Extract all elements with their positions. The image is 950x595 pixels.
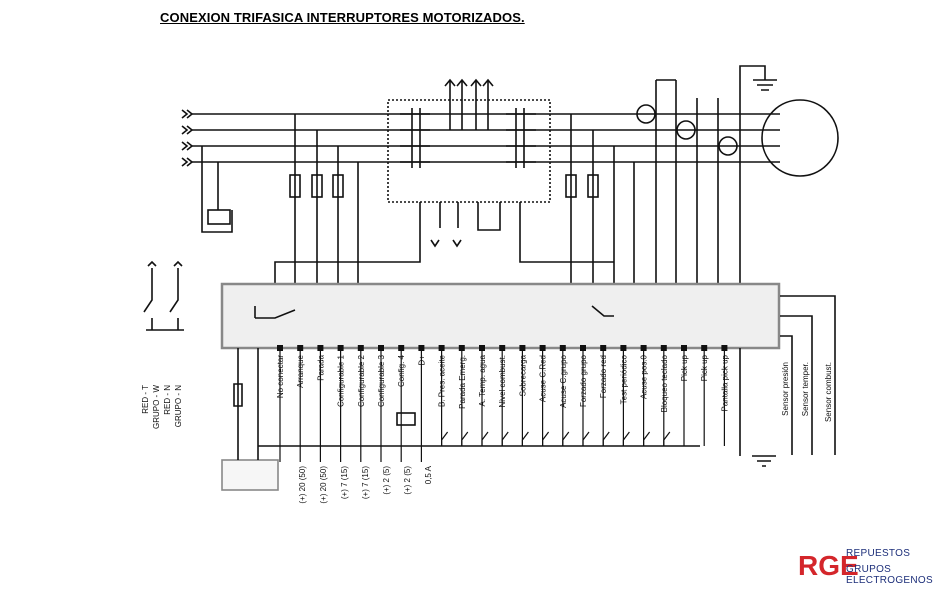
terminal-label: Nivel combust. — [498, 355, 507, 407]
terminal — [297, 345, 304, 351]
contactor-icon — [400, 108, 536, 168]
terminal-label: Sobrecarga — [518, 354, 527, 396]
terminal-label: Parada — [316, 354, 325, 380]
relay-icon — [396, 412, 416, 426]
terminal — [357, 345, 364, 351]
switch-icon — [481, 431, 489, 446]
terminal-label: D+ — [417, 355, 426, 366]
terminal — [539, 345, 546, 351]
terminal — [337, 345, 344, 351]
contact-icon — [254, 306, 296, 319]
generator-icon — [761, 99, 839, 177]
bus-lines — [192, 113, 780, 163]
terminal — [519, 345, 526, 351]
terminal-label: Bloqueo teclado — [660, 354, 669, 412]
output-label: (+) 2 (5) — [403, 466, 412, 495]
switch-icon — [441, 431, 449, 446]
output-arrows — [444, 78, 494, 130]
left-label: GRUPO - W — [152, 385, 161, 429]
terminal — [701, 345, 708, 351]
terminal — [721, 345, 728, 351]
switch-icon — [643, 431, 651, 446]
logo-mark: RGE — [798, 550, 859, 581]
left-label: GRUPO - N — [174, 385, 183, 427]
terminal — [640, 345, 647, 351]
left-label: RED - T — [141, 385, 150, 414]
terminal — [418, 345, 425, 351]
terminal-label: Forzado grupo — [579, 354, 588, 407]
switch-icon — [602, 431, 610, 446]
ct-icon — [636, 104, 656, 124]
terminal — [620, 345, 627, 351]
terminal-label: Configurable 1 — [337, 354, 346, 407]
switch-icon — [461, 431, 469, 446]
output-label: (+) 7 (15) — [361, 466, 370, 499]
terminal-label: Forzado red — [599, 355, 608, 398]
terminal-label: Pick up — [700, 354, 709, 381]
terminal — [681, 345, 687, 351]
terminal — [378, 345, 384, 351]
terminal-label: No conectar — [276, 355, 285, 398]
transfer-switch-box — [387, 99, 551, 203]
switch-icon — [521, 431, 529, 446]
terminal-label: Acuse C.grupo — [559, 354, 568, 407]
logo-line-1: REPUESTOS — [846, 548, 911, 559]
terminal-label: Acuse C.Red — [539, 355, 548, 402]
left-switches — [143, 260, 184, 331]
terminal-label: Configurable 2 — [357, 354, 366, 407]
terminal — [499, 345, 506, 351]
terminal-label: Acuse pos.0 — [640, 354, 649, 399]
terminal — [600, 345, 607, 351]
switch-icon — [542, 431, 550, 446]
output-label: (+) 7 (15) — [340, 466, 349, 499]
sensor-label: Sensor combust. — [824, 362, 833, 422]
terminal — [277, 345, 283, 351]
terminal — [317, 345, 324, 351]
switch-icon — [622, 431, 630, 446]
terminal — [580, 345, 586, 351]
terminal — [479, 345, 485, 351]
logo-line-2: GRUPOS ELECTROGENOS — [846, 564, 933, 586]
terminal-label: Pantalla pick up — [720, 354, 729, 411]
terminal-label: Configurable 3 — [377, 354, 386, 407]
output-label: (+) 2 (5) — [382, 466, 391, 495]
terminal-label: Pick up — [680, 354, 689, 381]
sensor-label: Sensor temper. — [801, 362, 810, 416]
ground-icon — [739, 65, 777, 114]
ct-icon — [718, 136, 738, 156]
ground-icon — [739, 348, 776, 467]
battery-icon — [221, 459, 279, 491]
terminal-label: B. Pres. aceite — [438, 354, 447, 407]
switch-icon — [501, 431, 509, 446]
output-label: (+) 20 (50) — [298, 466, 307, 504]
output-label: 0,5 A — [424, 465, 433, 484]
contact-icon — [591, 305, 614, 317]
switch-icon — [562, 431, 570, 446]
left-label: RED - N — [163, 385, 172, 415]
terminal-label: Parada Emerg. — [458, 355, 467, 409]
terminal — [458, 345, 465, 351]
terminal — [559, 345, 566, 351]
ct-icon — [676, 120, 696, 140]
terminal-label: Config. 4 — [397, 354, 406, 387]
output-label: (+) 20 (50) — [319, 466, 328, 504]
relay-icon — [207, 209, 231, 225]
switch-icon — [663, 431, 671, 446]
terminal — [660, 345, 667, 351]
sensor-label: Sensor presión — [781, 362, 790, 416]
terminal-label: A. Temp. agua — [478, 354, 487, 406]
terminal-label: Arranque — [296, 354, 305, 387]
switch-icon — [582, 431, 590, 446]
terminal — [398, 345, 405, 351]
page-title: CONEXION TRIFASICA INTERRUPTORES MOTORIZ… — [160, 10, 525, 25]
terminal-label: Test periódico — [619, 354, 628, 404]
terminal — [438, 345, 445, 351]
